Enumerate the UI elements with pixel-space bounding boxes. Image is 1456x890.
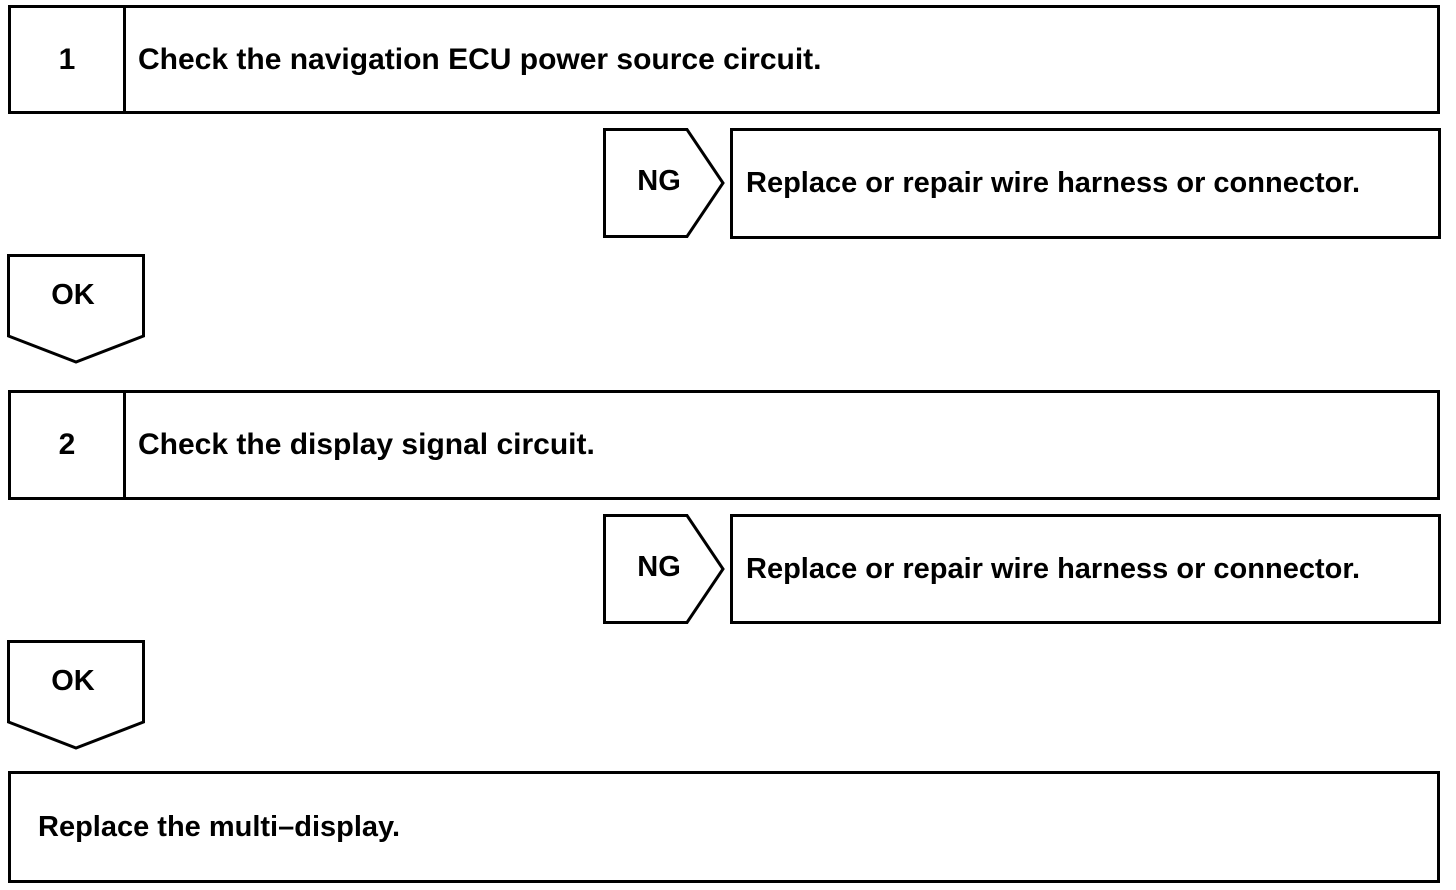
step-2-text: Check the display signal circuit. — [138, 428, 595, 461]
ng-label-2: NG — [637, 551, 681, 583]
ok-arrow-1 — [7, 254, 145, 364]
step-2-number: 2 — [11, 393, 126, 497]
ok-label-2: OK — [51, 665, 95, 697]
step-2-box: 2 Check the display signal circuit. — [8, 390, 1440, 500]
final-action-box: Replace the multi–display. — [8, 771, 1440, 883]
ok-arrow-2 — [7, 640, 145, 750]
ng-arrow-2 — [603, 514, 725, 624]
ng-action-1-box: Replace or repair wire harness or connec… — [730, 128, 1441, 239]
ok-label-1: OK — [51, 279, 95, 311]
ng-label-1: NG — [637, 165, 681, 197]
step-1-box: 1 Check the navigation ECU power source … — [8, 5, 1440, 114]
step-1-number: 1 — [11, 8, 126, 111]
ng-arrow-1 — [603, 128, 725, 238]
ng-action-2-box: Replace or repair wire harness or connec… — [730, 514, 1441, 624]
step-1-text: Check the navigation ECU power source ci… — [138, 42, 822, 76]
